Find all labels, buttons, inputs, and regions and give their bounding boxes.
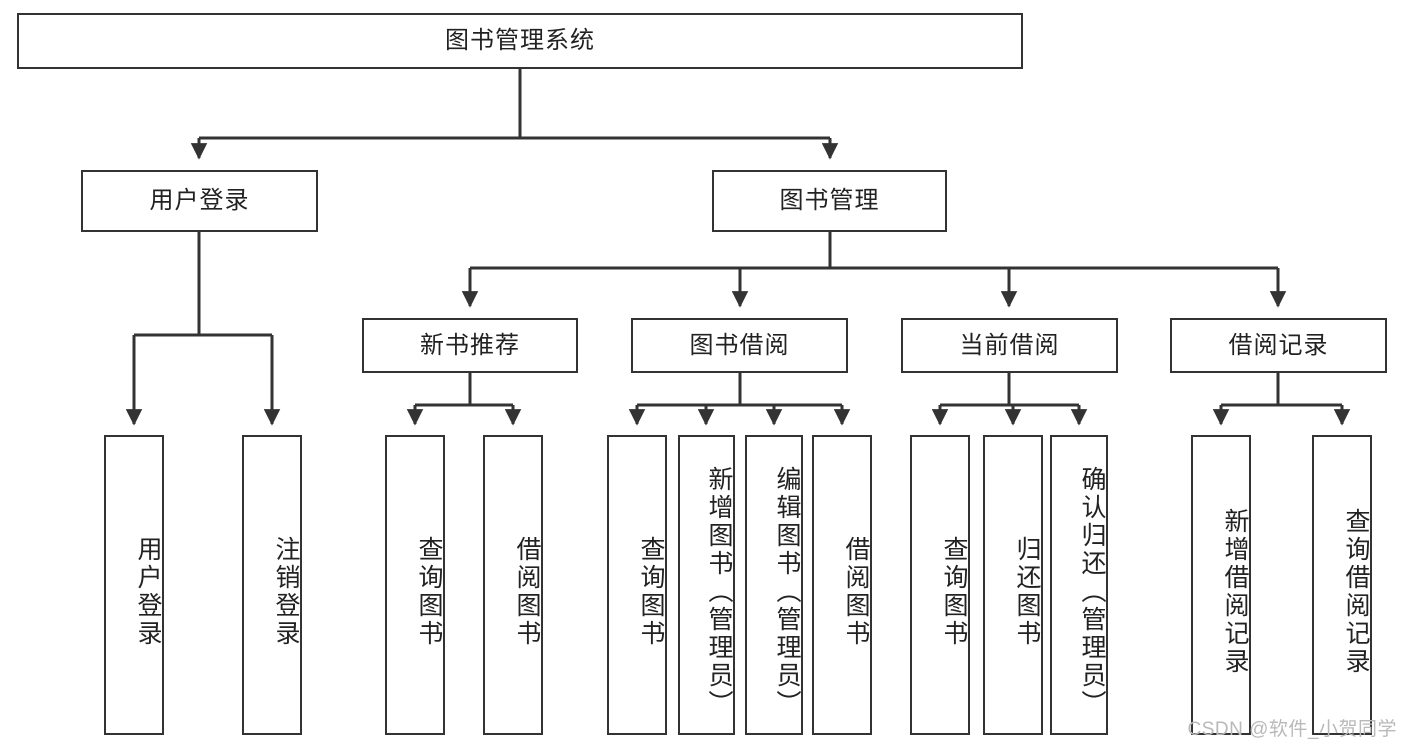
node-label: 查询借阅记录 — [1342, 508, 1370, 676]
node-leaf-query-book-2[interactable]: 查询图书 — [607, 435, 667, 735]
node-new-book-rec[interactable]: 新书推荐 — [362, 318, 578, 373]
node-label: 查询图书 — [940, 536, 968, 648]
node-label: 借阅记录 — [1228, 331, 1329, 359]
node-book-manage[interactable]: 图书管理 — [712, 170, 947, 232]
node-leaf-confirm-return[interactable]: 确认归还（管理员） — [1050, 435, 1108, 735]
node-label: 借阅图书 — [513, 536, 541, 648]
node-label: 图书管理系统 — [445, 27, 595, 55]
node-leaf-user-login[interactable]: 用户登录 — [104, 435, 164, 735]
node-label: 借阅图书 — [842, 536, 870, 648]
node-label: 查询图书 — [637, 536, 665, 648]
node-leaf-add-book[interactable]: 新增图书（管理员） — [678, 435, 735, 735]
node-leaf-borrow-book-1[interactable]: 借阅图书 — [483, 435, 543, 735]
node-leaf-return-book[interactable]: 归还图书 — [983, 435, 1043, 735]
node-label: 图书借阅 — [689, 331, 790, 359]
node-label: 确认归还（管理员） — [1078, 466, 1106, 718]
node-leaf-add-record[interactable]: 新增借阅记录 — [1191, 435, 1251, 735]
node-label: 当前借阅 — [959, 331, 1060, 359]
node-leaf-query-book-1[interactable]: 查询图书 — [385, 435, 445, 735]
node-borrow-record[interactable]: 借阅记录 — [1170, 318, 1387, 373]
node-label: 用户登录 — [149, 187, 250, 215]
node-label: 新增图书（管理员） — [705, 466, 733, 718]
node-leaf-borrow-book-2[interactable]: 借阅图书 — [812, 435, 872, 735]
node-label: 查询图书 — [415, 536, 443, 648]
node-current-borrow[interactable]: 当前借阅 — [901, 318, 1118, 373]
node-book-borrow[interactable]: 图书借阅 — [631, 318, 848, 373]
node-leaf-user-logout[interactable]: 注销登录 — [242, 435, 302, 735]
node-label: 图书管理 — [779, 187, 880, 215]
watermark: CSDN @软件_小贺同学 — [1187, 719, 1397, 740]
node-leaf-query-record[interactable]: 查询借阅记录 — [1312, 435, 1372, 735]
node-root-system[interactable]: 图书管理系统 — [17, 13, 1023, 69]
node-leaf-edit-book[interactable]: 编辑图书（管理员） — [745, 435, 803, 735]
node-label: 注销登录 — [272, 536, 300, 648]
node-label: 编辑图书（管理员） — [773, 466, 801, 718]
node-leaf-query-book-3[interactable]: 查询图书 — [910, 435, 970, 735]
node-label: 新增借阅记录 — [1221, 508, 1249, 676]
node-user-login[interactable]: 用户登录 — [81, 170, 318, 232]
node-label: 归还图书 — [1013, 536, 1041, 648]
node-label: 新书推荐 — [420, 331, 520, 359]
node-label: 用户登录 — [134, 536, 162, 648]
